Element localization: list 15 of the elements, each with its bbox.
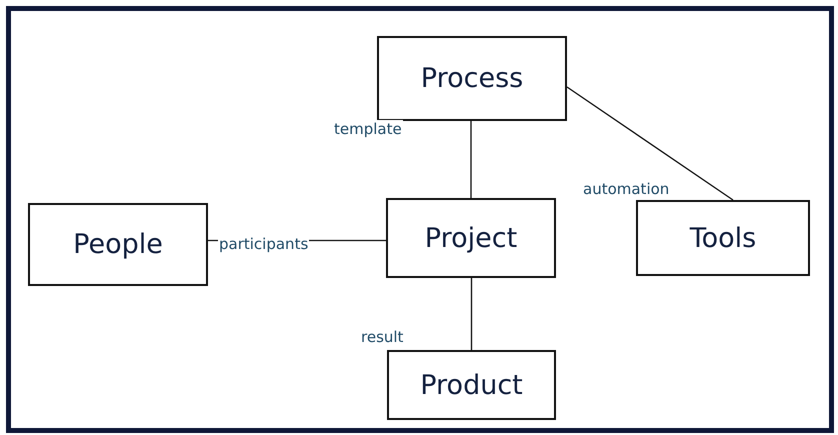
connector-line (566, 86, 734, 201)
connector-line (470, 278, 472, 350)
edge-label: template (333, 120, 403, 138)
box-label: Process (420, 63, 524, 94)
box-label: Product (420, 370, 523, 400)
concept-box (28, 203, 208, 286)
box-label: People (73, 229, 163, 260)
concept-box (386, 198, 556, 278)
connector-line (470, 121, 472, 198)
box-label: Project (424, 222, 518, 254)
edge-label: participants (218, 235, 310, 253)
concept-box (377, 36, 567, 121)
box-label: Tools (690, 222, 756, 254)
concept-box (387, 350, 556, 420)
concept-box (636, 200, 810, 276)
